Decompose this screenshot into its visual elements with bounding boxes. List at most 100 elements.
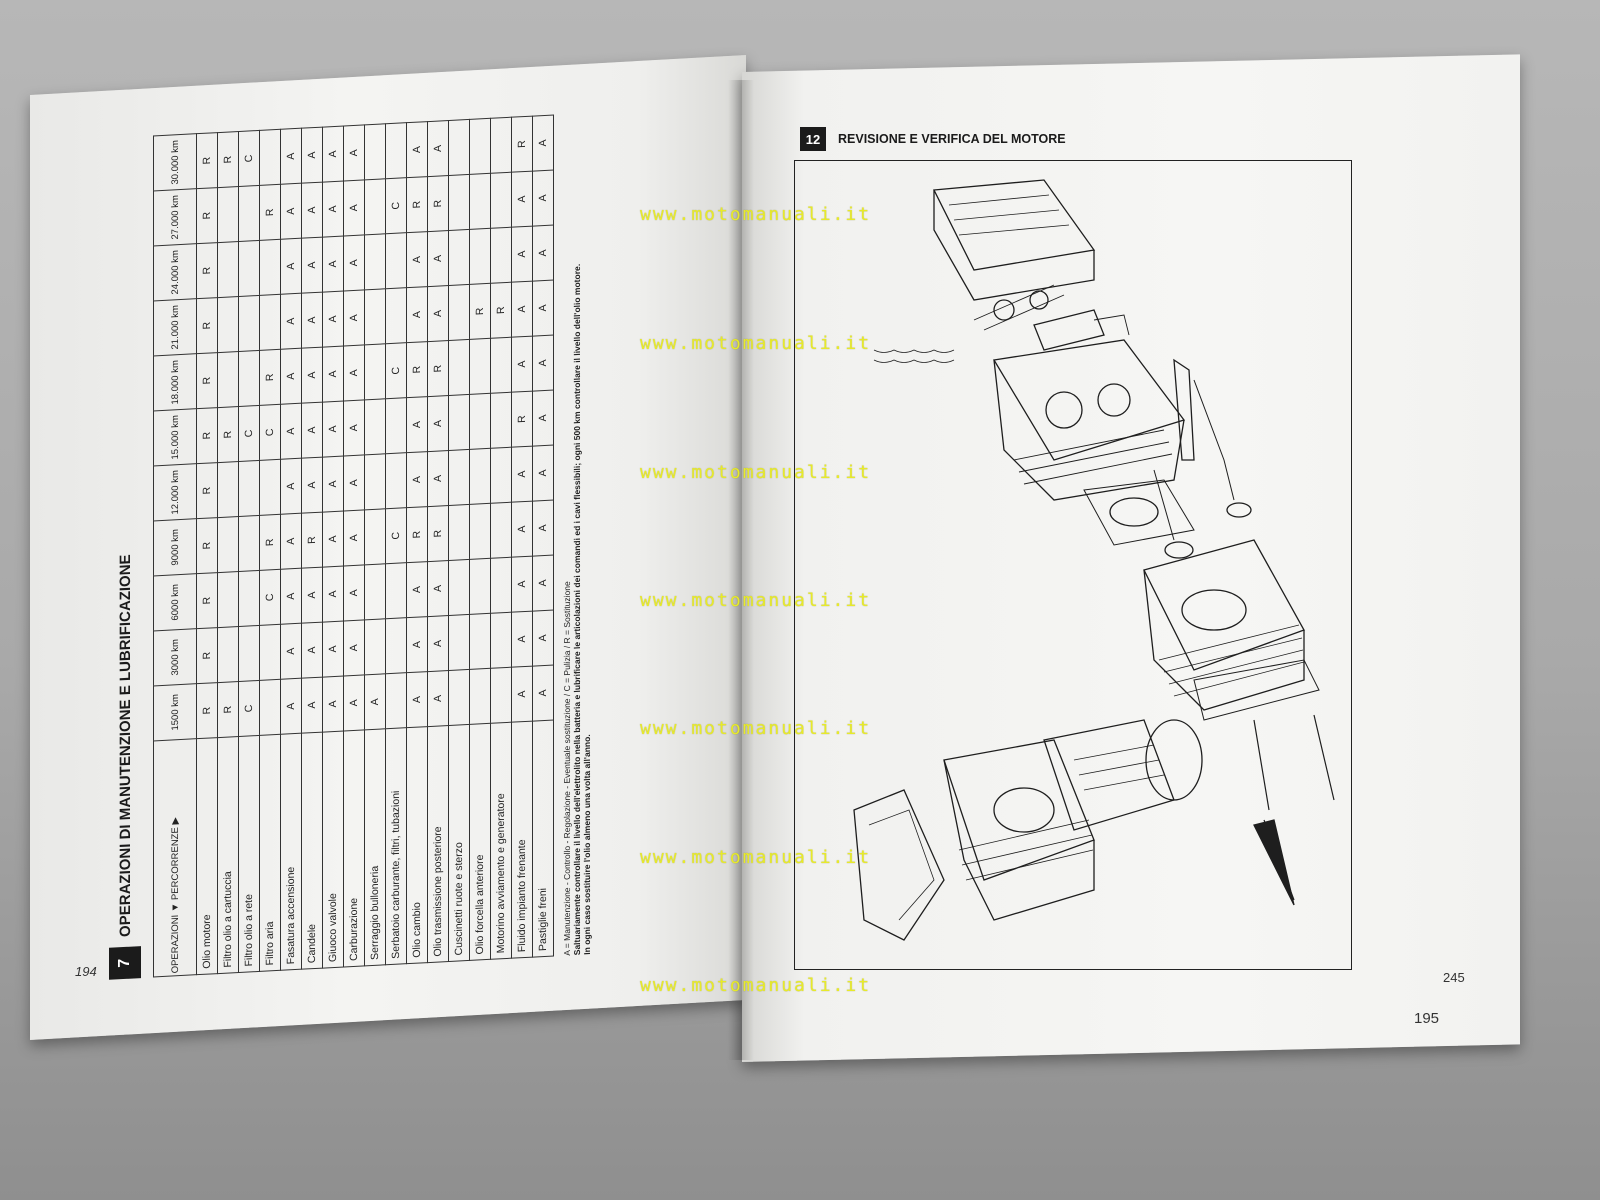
schedule-cell: A: [280, 403, 302, 460]
schedule-cell: A: [301, 182, 323, 239]
schedule-cell: A: [511, 336, 533, 393]
schedule-cell: [364, 453, 386, 510]
watermark-text: www.motomanuali.it: [640, 204, 872, 225]
km-header: 12.000 km: [153, 463, 197, 521]
section-number-badge: 7: [109, 946, 141, 980]
schedule-cell: [217, 241, 239, 298]
schedule-cell: A: [280, 623, 302, 680]
schedule-cell: A: [322, 346, 344, 403]
schedule-cell: [259, 679, 281, 736]
schedule-cell: A: [343, 619, 365, 677]
schedule-cell: A: [511, 226, 533, 283]
schedule-cell: A: [532, 224, 554, 282]
watermark-text: www.motomanuali.it: [640, 718, 872, 739]
operation-cell: Olio cambio: [406, 726, 428, 964]
figure-frame: [794, 160, 1352, 970]
schedule-cell: A: [343, 454, 365, 512]
schedule-cell: A: [322, 181, 344, 238]
schedule-cell: [217, 296, 239, 353]
schedule-cell: C: [238, 130, 260, 187]
schedule-cell: [385, 122, 407, 179]
schedule-cell: A: [343, 289, 365, 347]
operation-cell: Cuscinetti ruote e sterzo: [448, 724, 470, 962]
operation-cell: Filtro aria: [259, 734, 281, 972]
note-legend: A = Manutenzione - Controllo - Regolazio…: [562, 581, 572, 957]
schedule-cell: [364, 288, 386, 345]
note-oil: In ogni caso sostituire l'olio almeno un…: [582, 734, 592, 956]
operation-cell: Serraggio bulloneria: [364, 728, 386, 966]
corner-header: OPERAZIONI ▼ PERCORRENZE ▶: [153, 738, 197, 977]
schedule-cell: A: [280, 293, 302, 350]
schedule-cell: [259, 239, 281, 296]
schedule-cell: [490, 117, 512, 174]
schedule-cell: R: [196, 572, 218, 629]
schedule-cell: [490, 612, 512, 669]
watermark-text: www.motomanuali.it: [640, 975, 872, 996]
operation-cell: Serbatoio carburante, filtri, tubazioni: [385, 727, 407, 965]
schedule-cell: A: [322, 401, 344, 458]
operation-cell: Carburazione: [343, 729, 365, 968]
schedule-cell: A: [301, 457, 323, 514]
schedule-cell: [238, 460, 260, 517]
schedule-cell: R: [196, 682, 218, 739]
schedule-cell: A: [301, 677, 323, 734]
schedule-cell: [469, 228, 491, 285]
schedule-cell: R: [196, 242, 218, 299]
schedule-cell: A: [406, 231, 428, 288]
schedule-cell: A: [322, 291, 344, 348]
schedule-cell: [469, 173, 491, 230]
section-title: OPERAZIONI DI MANUTENZIONE E LUBRIFICAZI…: [116, 554, 134, 938]
schedule-cell: [217, 351, 239, 408]
km-header: 21.000 km: [153, 298, 197, 356]
schedule-cell: R: [196, 407, 218, 464]
schedule-cell: A: [280, 513, 302, 570]
schedule-cell: A: [301, 622, 323, 679]
schedule-cell: [238, 350, 260, 407]
schedule-cell: A: [406, 671, 428, 728]
schedule-cell: [259, 294, 281, 351]
operation-cell: Candele: [301, 732, 323, 970]
schedule-cell: A: [532, 389, 554, 447]
operation-cell: Olio forcella anteriore: [469, 723, 491, 961]
schedule-cell: A: [532, 444, 554, 502]
schedule-cell: A: [343, 399, 365, 457]
schedule-cell: A: [322, 511, 344, 568]
schedule-cell: C: [238, 680, 260, 737]
schedule-cell: R: [196, 627, 218, 684]
schedule-cell: A: [532, 664, 554, 722]
schedule-cell: [469, 558, 491, 615]
schedule-cell: [238, 515, 260, 572]
schedule-cell: A: [427, 230, 449, 287]
operation-cell: Fluido impianto frenante: [511, 721, 533, 959]
schedule-cell: [217, 186, 239, 243]
schedule-cell: A: [532, 499, 554, 557]
watermark-text: www.motomanuali.it: [640, 847, 872, 868]
km-header: 6000 km: [153, 573, 197, 631]
schedule-cell: A: [511, 501, 533, 558]
schedule-cell: [448, 504, 470, 561]
schedule-cell: [217, 571, 239, 628]
schedule-cell: R: [469, 283, 491, 340]
schedule-cell: R: [259, 349, 281, 406]
schedule-cell: C: [259, 404, 281, 461]
note-battery: Saltuariamente controllare il livello de…: [572, 263, 582, 956]
schedule-cell: [469, 338, 491, 395]
left-page-number: 194: [75, 964, 97, 979]
schedule-cell: A: [322, 236, 344, 293]
schedule-cell: [259, 459, 281, 516]
schedule-cell: R: [490, 282, 512, 339]
schedule-cell: [385, 617, 407, 674]
schedule-cell: A: [406, 396, 428, 453]
schedule-cell: A: [343, 674, 365, 732]
operation-cell: Olio trasmissione posteriore: [427, 725, 449, 963]
schedule-cell: [469, 503, 491, 560]
right-page-number: 195: [1414, 1010, 1440, 1027]
